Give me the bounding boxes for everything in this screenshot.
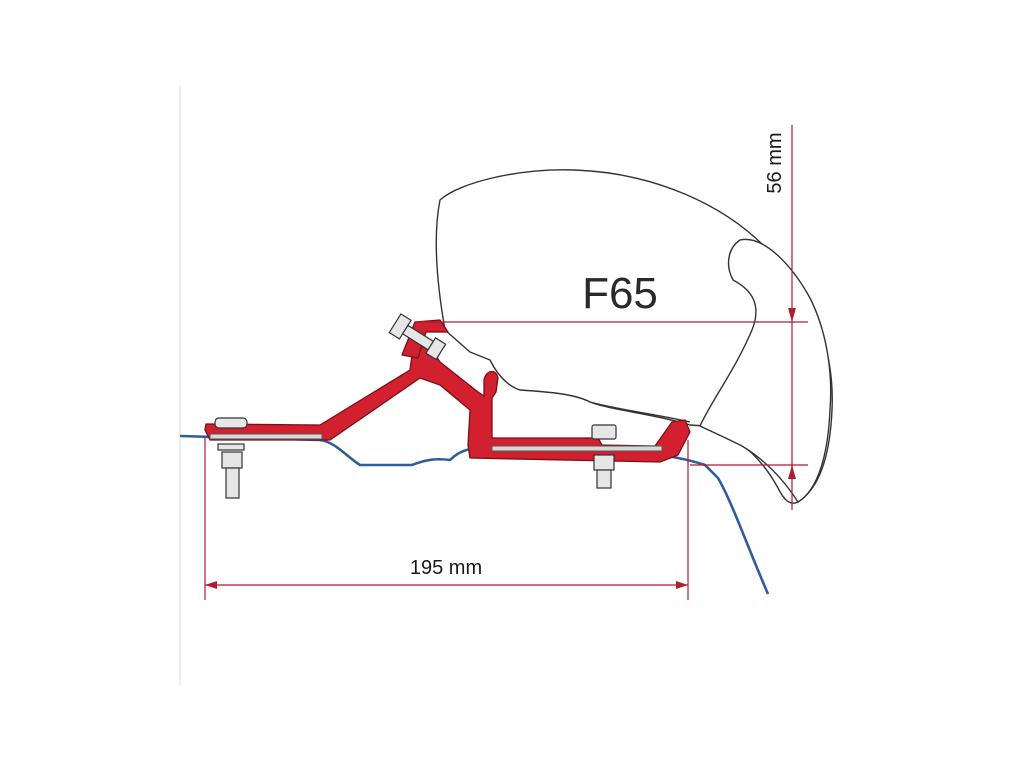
clamp-bolt [388,313,447,361]
clamp-bolt-nut [425,337,447,361]
right-bolt-nut [593,454,615,471]
width-dimension-label: 195 mm [410,557,482,579]
right-bolt-thread [596,469,612,489]
height-dimension [418,125,808,510]
awning-housing [435,169,833,504]
height-arrow-bottom [788,465,796,479]
width-arrow-right [676,581,688,589]
width-arrow-left [205,581,217,589]
left-bolt [214,417,248,499]
width-dimension [204,438,689,600]
right-bolt [591,424,617,489]
hardware [214,313,617,499]
left-bolt-nut [221,451,243,469]
awning-housing-front-cap [699,238,832,503]
mounting-strips [209,433,663,452]
model-label: F65 [582,269,658,318]
height-dimension-label: 56 mm [764,132,786,193]
right-bolt-head [591,424,617,440]
mounting-strip-left [209,433,323,440]
height-arrow-top [788,308,796,322]
left-bolt-head [214,417,248,429]
mounting-strip-right [491,445,663,452]
left-bolt-washer [217,443,245,451]
left-bolt-thread [225,467,240,499]
awning-housing-lower-groove [589,401,691,423]
